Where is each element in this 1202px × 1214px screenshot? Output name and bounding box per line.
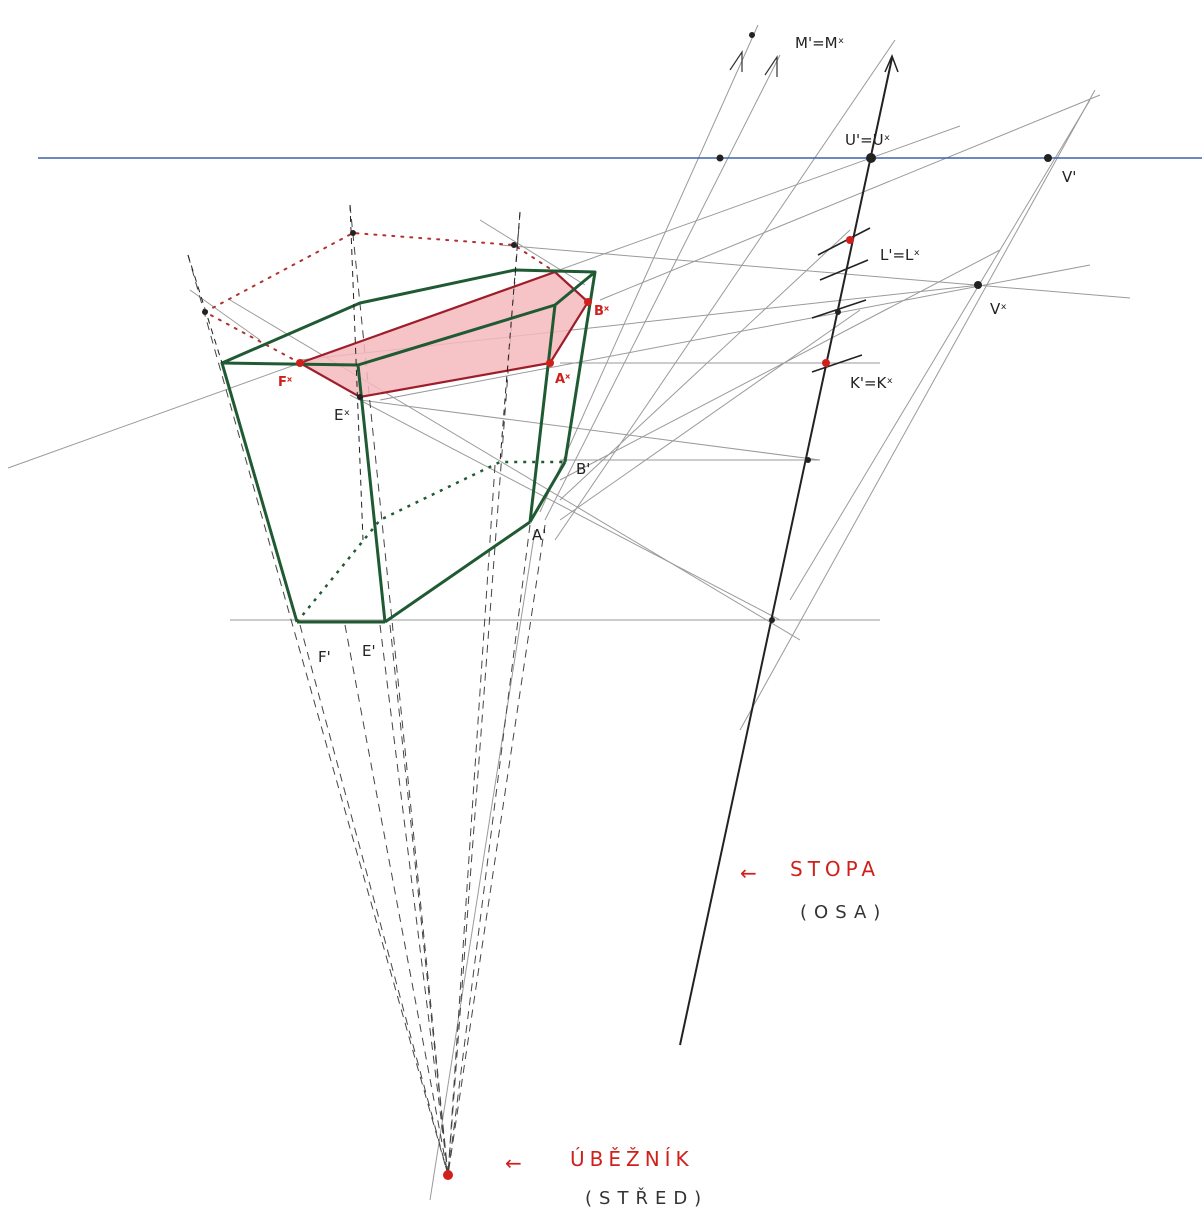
label-e-x: Eˣ <box>334 406 350 424</box>
axis-ticks <box>811 227 871 373</box>
axis-line <box>679 57 893 1046</box>
label-v-x: Vˣ <box>990 300 1007 318</box>
section-polygon <box>297 270 590 399</box>
prism <box>220 268 597 624</box>
label-e-prime: E' <box>362 642 376 660</box>
stopa-arrow: ← <box>740 861 762 885</box>
label-b-prime: B' <box>576 460 590 478</box>
label-v-prime: V' <box>1062 168 1076 186</box>
axis-arrow-head <box>884 54 899 73</box>
points <box>202 32 1052 1180</box>
construction-lines <box>7 24 1131 1201</box>
ubeznik-arrow: ← <box>505 1151 527 1175</box>
label-a-prime: A' <box>532 526 546 544</box>
label-f-prime: F' <box>318 648 331 666</box>
label-f-x: Fˣ <box>278 375 293 390</box>
upper-base-dotted <box>202 231 556 364</box>
stred-note: (STŘED) <box>585 1187 708 1209</box>
vanishing-rays <box>187 204 546 1176</box>
osa-note: (OSA) <box>800 902 887 923</box>
label-a-x: Aˣ <box>555 372 571 387</box>
m-arrow-head-1 <box>729 50 743 72</box>
label-k-eq: K'=Kˣ <box>850 374 893 392</box>
stopa-note: STOPA <box>790 857 880 881</box>
ubeznik-note: ÚBĚŽNÍK <box>570 1147 694 1171</box>
prism-hidden-edges <box>296 460 565 623</box>
label-u-eq: U'=Uˣ <box>845 131 890 149</box>
label-b-x: Bˣ <box>594 304 610 319</box>
m-arrow-head-2 <box>764 55 778 77</box>
label-m-eq: M'=Mˣ <box>795 34 844 52</box>
label-l-eq: L'=Lˣ <box>880 246 920 264</box>
